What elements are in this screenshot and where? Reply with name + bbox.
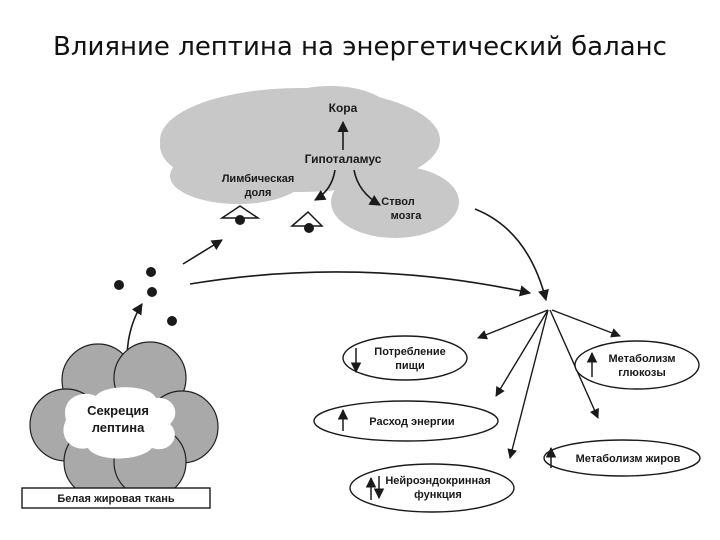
neuroendocrine-label-line2: функция	[414, 489, 462, 501]
secretion-label-line1: Секреция	[87, 403, 149, 418]
leptin-molecules	[114, 267, 177, 326]
hypothalamus-label: Гипоталамус	[305, 152, 382, 166]
glucose-metabolism-label-line1: Метаболизм	[609, 353, 676, 365]
energy-expenditure-label: Расход энергии	[369, 416, 454, 428]
slide-title: Влияние лептина на энергетический баланс	[53, 32, 667, 62]
arrow-leptin-to-effects	[189, 271, 532, 297]
adipose-tissue-cluster	[29, 341, 219, 499]
secretion-label-line2: лептина	[92, 420, 145, 435]
adipose-tissue-label: Белая жировая ткань	[57, 493, 174, 505]
food-intake-label-line1: Потребление	[374, 346, 445, 358]
effect-energy-expenditure	[313, 400, 499, 442]
effect-glucose-metabolism	[574, 340, 700, 390]
brainstem-label-line1: Ствол	[381, 196, 414, 208]
leptin-receptor-right	[290, 210, 324, 233]
leptin-receptor-left	[219, 205, 261, 225]
neuroendocrine-label-line1: Нейроэндокринная	[385, 475, 490, 487]
arrow-brain-to-effects	[474, 208, 549, 302]
brainstem-label-line2: мозга	[391, 210, 423, 222]
adipose-label-box	[21, 487, 211, 509]
cortex-label: Кора	[329, 101, 358, 115]
arrow-leptin-to-receptor	[182, 239, 223, 265]
brain-cloud	[160, 86, 459, 238]
glucose-metabolism-label-line2: глюкозы	[618, 367, 666, 379]
limbic-label-line2: доля	[245, 187, 272, 199]
arrow-hypothalamus-to-brainstem	[353, 169, 381, 206]
effect-branches	[477, 309, 621, 459]
limbic-label-line1: Лимбическая	[222, 173, 295, 185]
fat-metabolism-label: Метаболизм жиров	[576, 453, 681, 465]
effect-food-intake	[342, 335, 468, 381]
food-intake-label-line2: пищи	[395, 360, 424, 372]
arrow-hypothalamus-to-limbic	[314, 169, 336, 201]
effect-neuroendocrine	[349, 463, 515, 513]
effect-fat-metabolism	[543, 439, 701, 477]
